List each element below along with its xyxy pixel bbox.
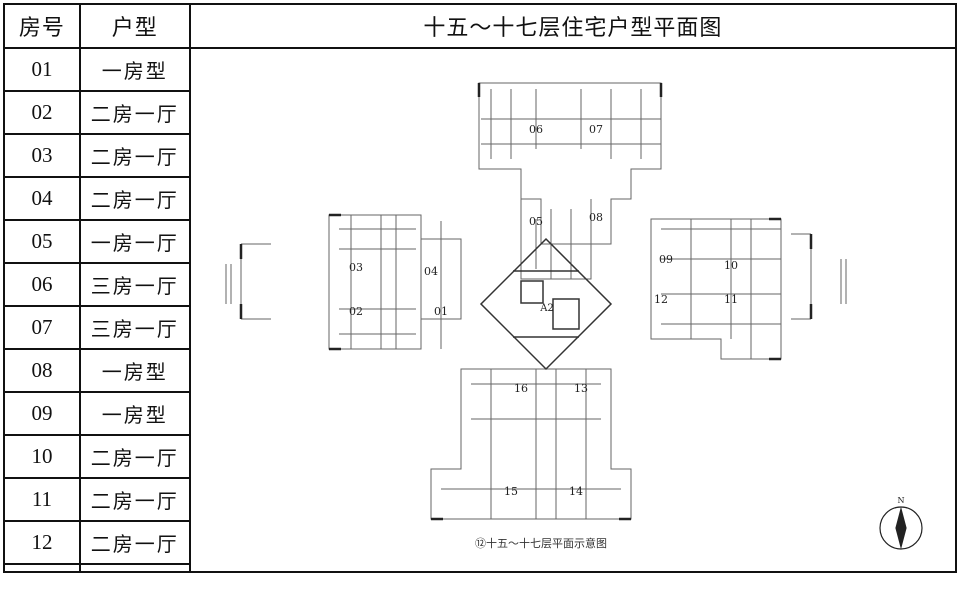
unit-label-02: 02 [349, 305, 363, 318]
unit-label-01: 01 [434, 305, 448, 318]
room-number-cell: 11 [3, 477, 81, 522]
room-number-cell: 08 [3, 348, 81, 393]
unit-label-07: 07 [589, 123, 603, 136]
floor-plan-drawing: 06 07 08 05 03 04 02 01 09 10 12 11 16 1… [218, 54, 923, 562]
unit-type-cell: 一房型 [78, 391, 191, 436]
unit-type-cell: 二房一厅 [78, 176, 191, 221]
room-number-cell: 06 [3, 262, 81, 307]
room-number-cell: 03 [3, 133, 81, 178]
unit-label-14: 14 [569, 485, 583, 498]
unit-type-cell: 一房型 [78, 348, 191, 393]
unit-label-05: 05 [529, 215, 543, 228]
floor-plan-wrapper: 06 07 08 05 03 04 02 01 09 10 12 11 16 1… [191, 49, 955, 571]
unit-label-06: 06 [529, 123, 543, 136]
unit-label-11: 11 [724, 293, 738, 306]
core-label: A2 [539, 303, 554, 314]
room-number-cell: 07 [3, 305, 81, 350]
room-number-header: 房号 [3, 3, 81, 49]
unit-label-09: 09 [659, 253, 673, 266]
compass-icon: N [897, 496, 904, 505]
table-row-partial [3, 563, 956, 573]
unit-type-cell: 二房一厅 [78, 520, 191, 565]
plan-title: 十五～十七层住宅户型平面图 [188, 3, 958, 49]
unit-type-cell: 一房型 [78, 47, 191, 92]
unit-type-header: 户型 [78, 3, 191, 49]
unit-label-15: 15 [504, 485, 518, 498]
room-number-cell: 10 [3, 434, 81, 479]
room-number-cell: 02 [3, 90, 81, 135]
unit-label-08: 08 [589, 211, 603, 224]
empty-cell [3, 563, 81, 573]
table-header-row: 房号 户型 十五～十七层住宅户型平面图 [3, 3, 958, 49]
room-number-cell: 01 [3, 47, 81, 92]
unit-type-cell: 二房一厅 [78, 434, 191, 479]
room-number-cell: 09 [3, 391, 81, 436]
unit-type-cell: 三房一厅 [78, 262, 191, 307]
empty-cell [78, 563, 191, 573]
unit-type-cell: 二房一厅 [78, 133, 191, 178]
unit-label-03: 03 [349, 261, 363, 274]
unit-label-12: 12 [654, 293, 668, 306]
unit-label-04: 04 [424, 265, 438, 278]
plan-caption: ⑫十五～十七层平面示意图 [475, 536, 607, 550]
unit-type-cell: 二房一厅 [78, 90, 191, 135]
unit-label-13: 13 [574, 382, 588, 395]
unit-type-cell: 三房一厅 [78, 305, 191, 350]
room-number-cell: 12 [3, 520, 81, 565]
room-number-cell: 05 [3, 219, 81, 264]
unit-label-16: 16 [514, 382, 528, 395]
unit-label-10: 10 [724, 259, 738, 272]
unit-type-cell: 二房一厅 [78, 477, 191, 522]
room-number-cell: 04 [3, 176, 81, 221]
unit-type-cell: 一房一厅 [78, 219, 191, 264]
floor-plan-cell: 06 07 08 05 03 04 02 01 09 10 12 11 16 1… [188, 47, 958, 573]
